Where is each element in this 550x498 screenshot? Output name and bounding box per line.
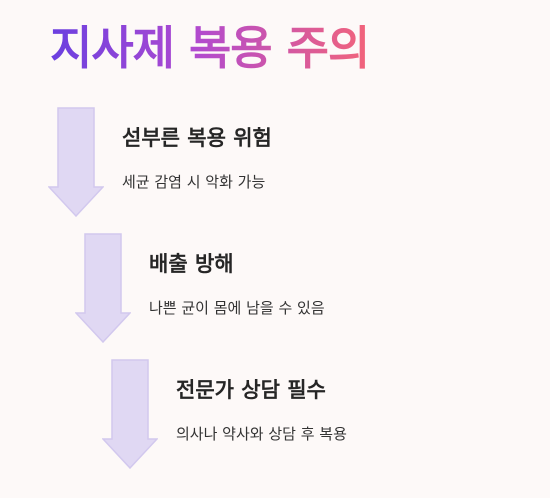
down-arrow-icon xyxy=(75,233,131,343)
down-arrow-icon xyxy=(102,359,158,469)
step-title: 배출 방해 xyxy=(149,252,234,276)
down-arrow-icon xyxy=(48,107,104,217)
step-1: 섣부른 복용 위험 세균 감염 시 악화 가능 xyxy=(48,107,468,219)
step-2: 배출 방해 나쁜 균이 몸에 남을 수 있음 xyxy=(75,233,495,345)
step-description: 나쁜 균이 몸에 남을 수 있음 xyxy=(149,299,325,317)
step-3: 전문가 상담 필수 의사나 약사와 상담 후 복용 xyxy=(102,359,522,471)
step-description: 세균 감염 시 악화 가능 xyxy=(122,173,266,191)
step-description: 의사나 약사와 상담 후 복용 xyxy=(176,425,347,443)
step-title: 전문가 상담 필수 xyxy=(176,378,326,402)
step-title: 섣부른 복용 위험 xyxy=(122,126,272,150)
page-title: 지사제 복용 주의 xyxy=(50,16,370,80)
